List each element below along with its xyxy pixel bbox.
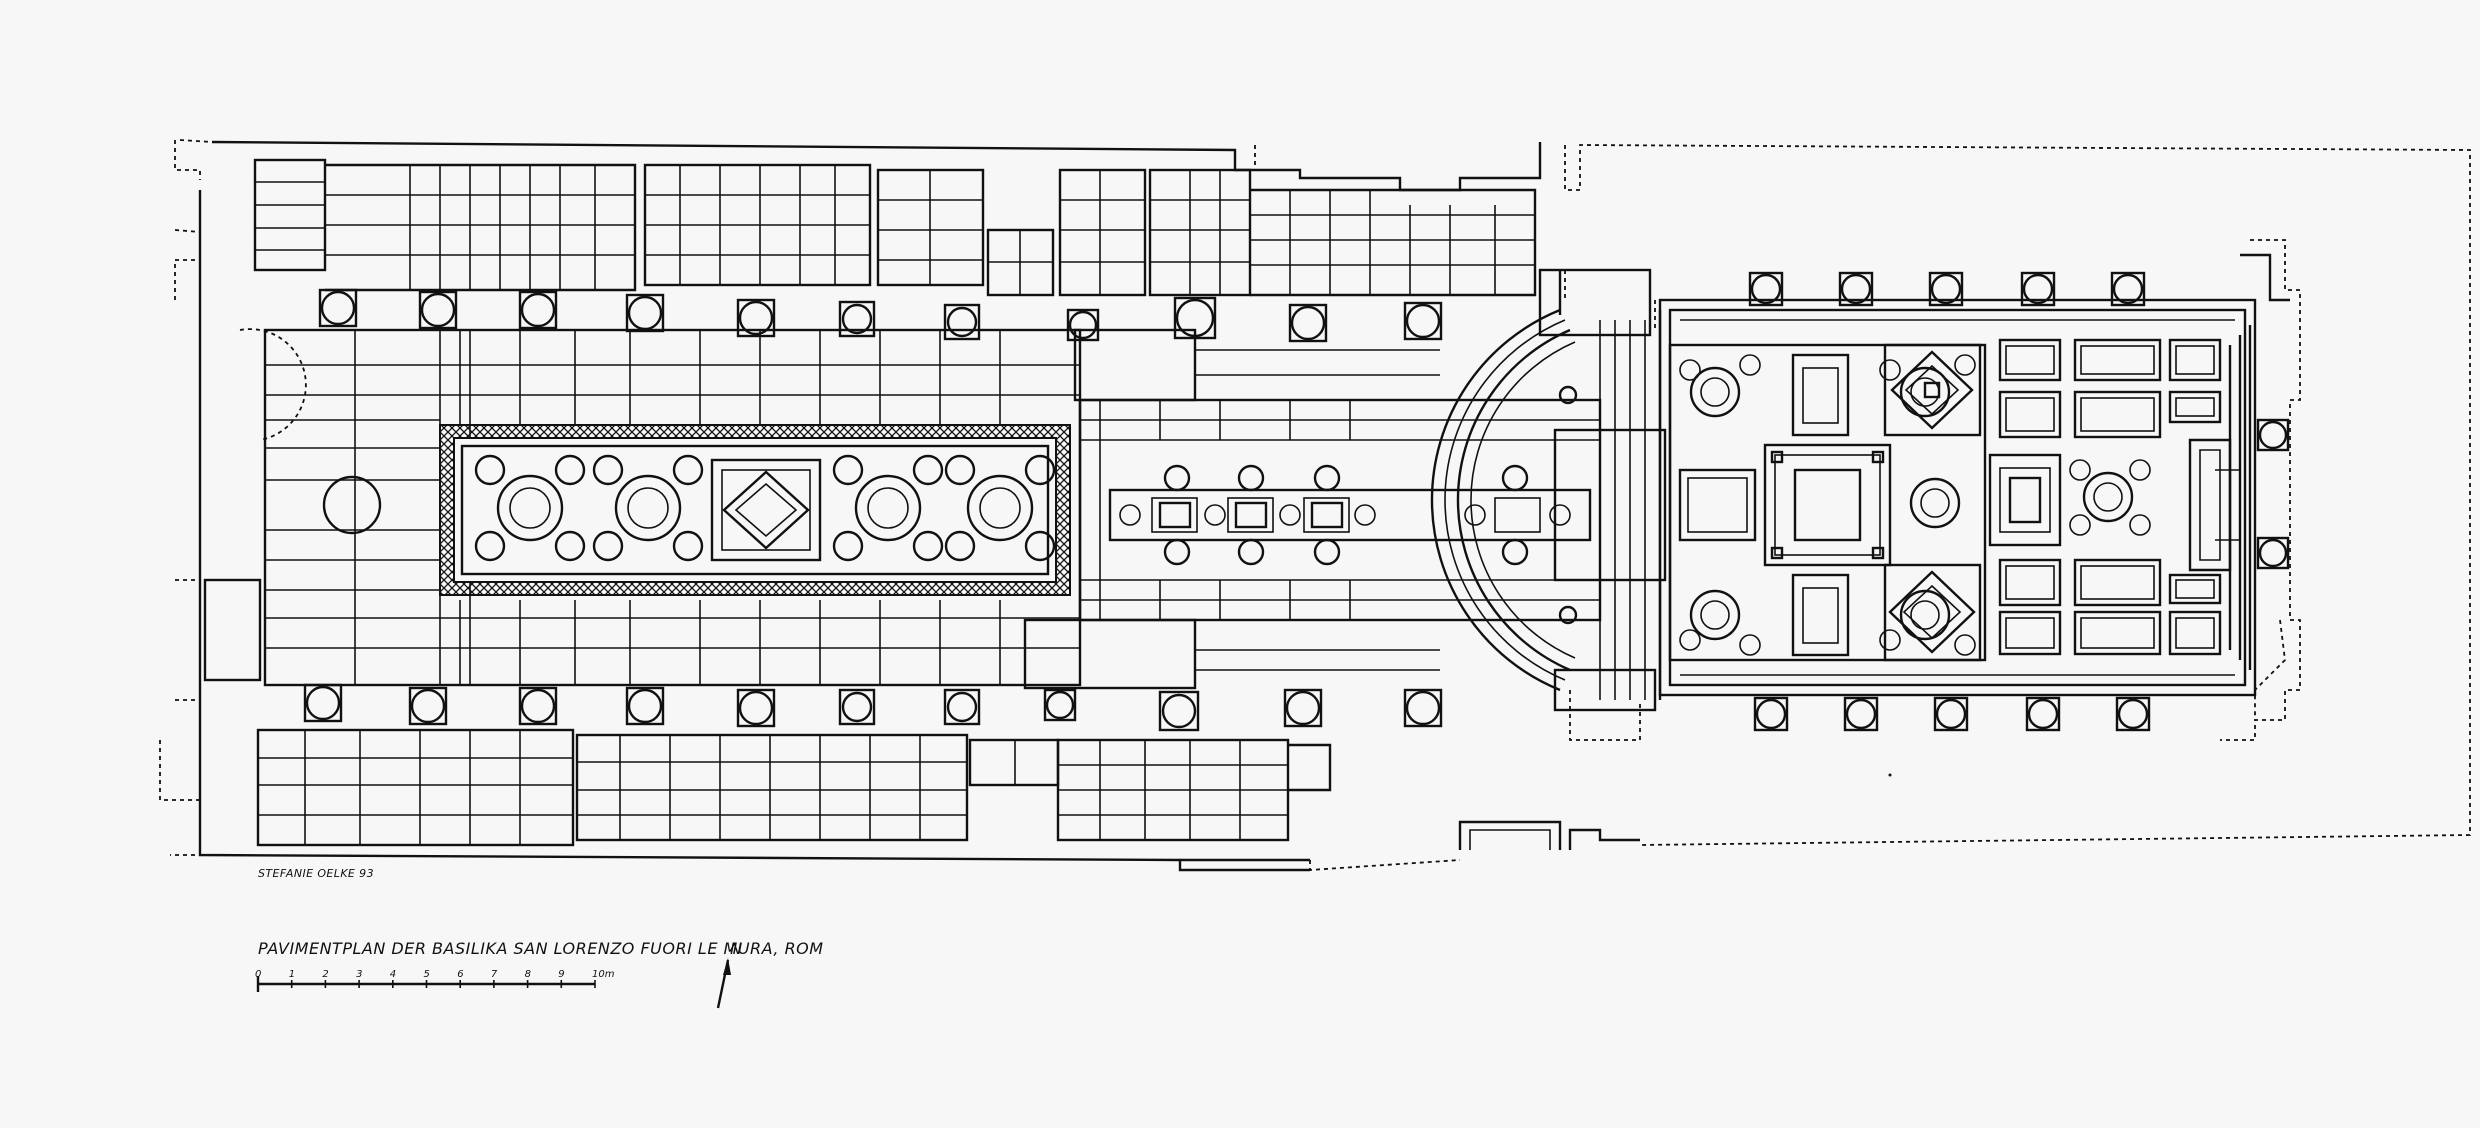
scale-tick-label: 8 (525, 969, 531, 980)
south-aisle-grid (256, 728, 1332, 847)
central-strip-section (1023, 328, 1602, 690)
scale-bar: 0 1 2 3 4 5 6 7 8 9 10m (255, 969, 615, 992)
scale-tick-label: 0 (255, 969, 261, 980)
title-block: STEFANIE OELKE 93 PAVIMENTPLAN DER BASIL… (258, 867, 824, 958)
scale-tick-label: 1 (289, 969, 295, 980)
author-credit: STEFANIE OELKE 93 (258, 867, 374, 880)
plan-caption: PAVIMENTPLAN DER BASILIKA SAN LORENZO FU… (258, 939, 824, 958)
scale-tick-label: 3 (356, 969, 362, 980)
east-colonnade (1748, 271, 2290, 732)
scale-tick-label: 4 (390, 969, 396, 980)
scale-tick-label: 6 (457, 969, 463, 980)
scale-tick-label: 5 (424, 969, 430, 980)
nave-strip-grid (203, 328, 1082, 687)
north-label: N (730, 939, 742, 958)
north-arrow-icon (716, 958, 731, 1009)
north-aisle-grid (253, 158, 1537, 297)
scale-tick-label: 7 (491, 969, 498, 980)
scale-tick-label: 10m (592, 969, 615, 980)
outer-walls (159, 139, 2471, 872)
scale-tick-label: 2 (322, 969, 328, 980)
chancel-arch (1430, 268, 1667, 741)
south-colonnade (303, 683, 1443, 732)
scale-tick-label: 9 (558, 969, 564, 980)
scale-ticks: 0 1 2 3 4 5 6 7 8 9 10m (255, 969, 615, 988)
nave-cosmatesque-panel (439, 424, 1071, 596)
presbytery-pavement (1658, 298, 2257, 697)
